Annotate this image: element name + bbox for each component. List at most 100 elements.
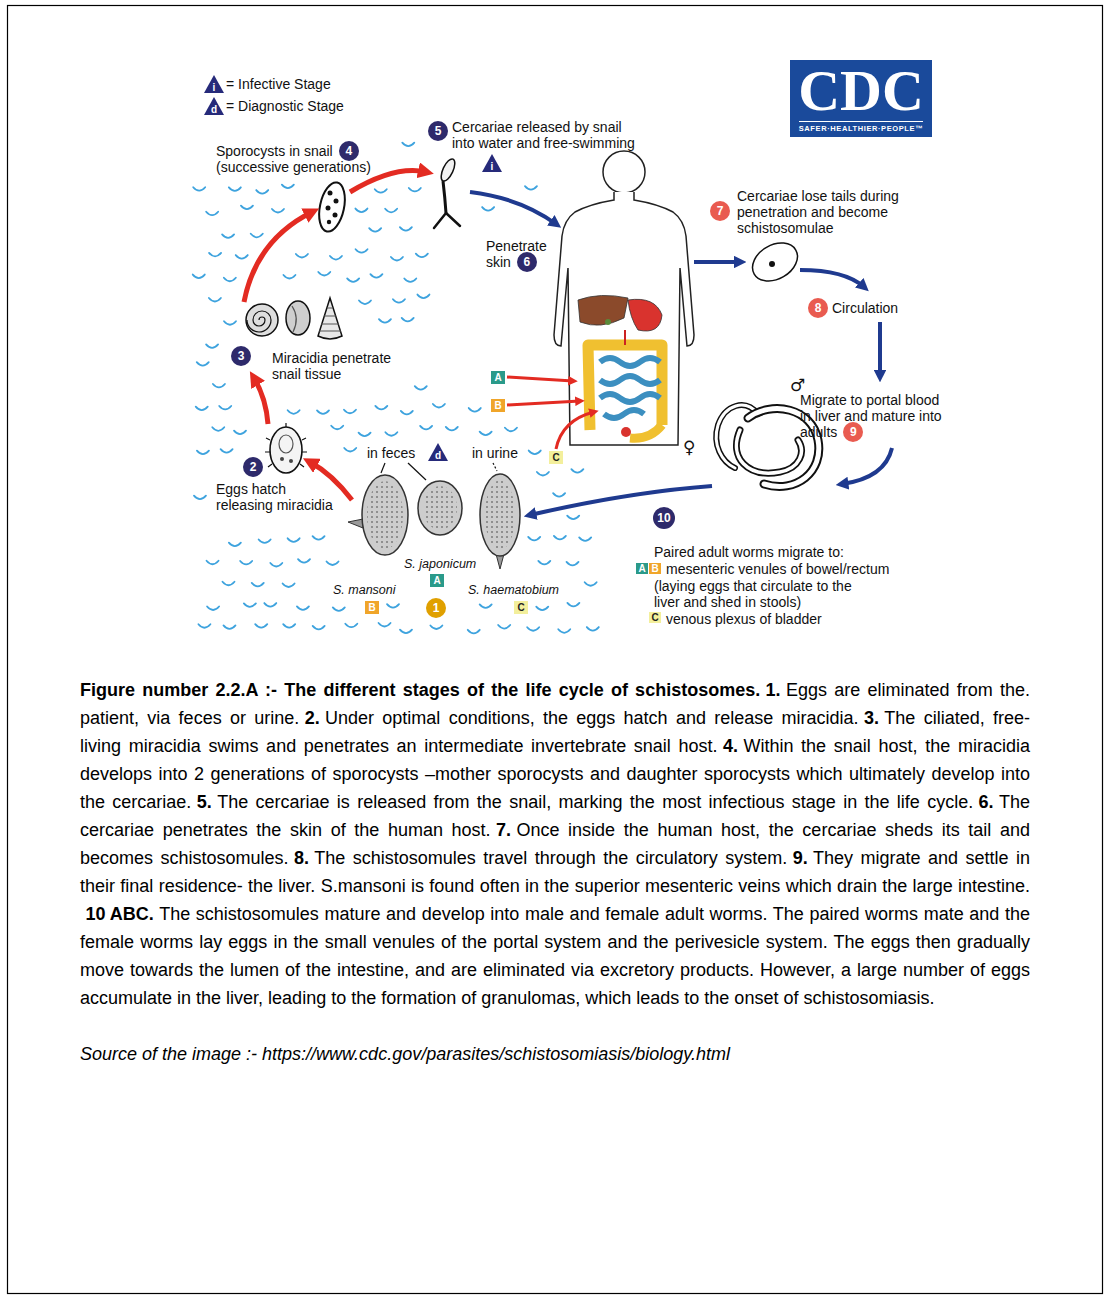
stage-number: 1 [426, 598, 446, 618]
species-name: S. japonicum [404, 557, 476, 572]
water-wave [283, 584, 295, 588]
water-wave [270, 563, 282, 567]
water-wave [525, 186, 537, 190]
site-label: Paired adult worms migrate to: [654, 544, 844, 560]
human-stage-arrows [800, 270, 864, 287]
water-wave [430, 626, 442, 630]
water-wave [347, 278, 359, 282]
miracidium [265, 423, 307, 467]
water-wave [207, 561, 219, 565]
human-stage-arrows [470, 192, 892, 515]
miracidium [279, 435, 293, 453]
water-wave [244, 603, 256, 607]
water-wave [212, 427, 224, 431]
water-wave [558, 629, 570, 633]
human-body [554, 192, 694, 445]
water-wave [345, 624, 357, 628]
schistosomulum [746, 235, 805, 288]
stage-number: 4 [339, 141, 359, 161]
water-wave [370, 274, 382, 278]
miracidium [270, 427, 302, 473]
water-wave [379, 623, 391, 627]
miracidium [280, 457, 284, 461]
legend-text: = Diagnostic Stage [226, 98, 344, 114]
human-body [630, 425, 662, 438]
caption-number: 4. [723, 732, 738, 760]
callout-number: 5 [435, 124, 442, 138]
triangle-shape [204, 75, 224, 93]
water-wave [433, 404, 445, 408]
stage-label: Migrate to portal blood in liver and mat… [800, 392, 945, 440]
snail-stage-arrows [244, 171, 426, 500]
callout-number: 3 [238, 349, 245, 363]
stage-label: Eggs hatch releasing miracidia [216, 481, 339, 513]
snail-hosts [292, 306, 296, 332]
water-wave [571, 469, 583, 473]
miracidium [265, 423, 307, 473]
water-wave [480, 432, 492, 436]
stage-number: 9 [843, 422, 863, 442]
water-wave [498, 625, 510, 629]
water-wave [240, 561, 252, 565]
species-letter: B [494, 400, 501, 411]
snail-hosts [318, 298, 342, 339]
human-body [600, 358, 660, 418]
water-wave [207, 607, 219, 611]
water-wave [331, 426, 343, 430]
snail-hosts [319, 308, 341, 331]
stage-number: 6 [517, 252, 537, 272]
adult-worms [736, 430, 801, 473]
water-wave [344, 410, 356, 414]
species-letter: A [433, 575, 440, 586]
water-wave [194, 496, 206, 500]
water-wave [333, 607, 345, 611]
water-wave [567, 562, 579, 566]
human-body [628, 299, 662, 331]
triangle-shape [428, 443, 448, 461]
water-wave [469, 408, 481, 412]
species-key: A [636, 563, 648, 574]
caption-heading: Figure number 2.2.A :- The different sta… [80, 680, 760, 700]
water-wave [538, 561, 550, 565]
stage-icon-letter: d [211, 104, 217, 115]
water-wave [567, 516, 579, 520]
stage-number: 7 [710, 201, 730, 221]
water-wave [317, 410, 329, 414]
water-wave [356, 249, 368, 253]
water-wave [359, 433, 371, 437]
water-wave [587, 627, 599, 631]
water-wave [480, 604, 492, 608]
water-wave [197, 451, 209, 455]
water-wave [391, 257, 403, 261]
water-wave [401, 411, 413, 415]
infective-stage-icon: i [481, 153, 503, 173]
callout-number: 8 [815, 301, 822, 315]
water-wave [209, 298, 221, 302]
caption-number: 7. [496, 816, 511, 844]
water-wave [213, 384, 225, 388]
water-wave [222, 582, 234, 586]
cercaria [434, 157, 460, 228]
stage-number: 2 [243, 457, 263, 477]
water-wave [224, 321, 236, 325]
water-wave [505, 428, 517, 432]
schistosome-eggs [348, 474, 520, 569]
schistosome-eggs [367, 481, 403, 549]
species-letter: A [494, 372, 501, 383]
sporocyst [333, 213, 338, 218]
water-wave [234, 431, 246, 435]
caption-number: 10 ABC. [85, 900, 153, 928]
species-name: S. haematobium [468, 583, 559, 598]
water-wave [375, 406, 387, 410]
page-frame [8, 6, 1103, 1294]
caption-number: 3. [864, 704, 879, 732]
species-site-arrows [507, 377, 594, 449]
schistosome-eggs [423, 486, 457, 530]
water-wave [196, 407, 208, 411]
water-wave [252, 583, 264, 587]
snail-hosts [247, 311, 271, 332]
stage-label: Penetrate skin [486, 238, 552, 270]
water-wave [282, 185, 294, 189]
human-body [605, 319, 611, 325]
